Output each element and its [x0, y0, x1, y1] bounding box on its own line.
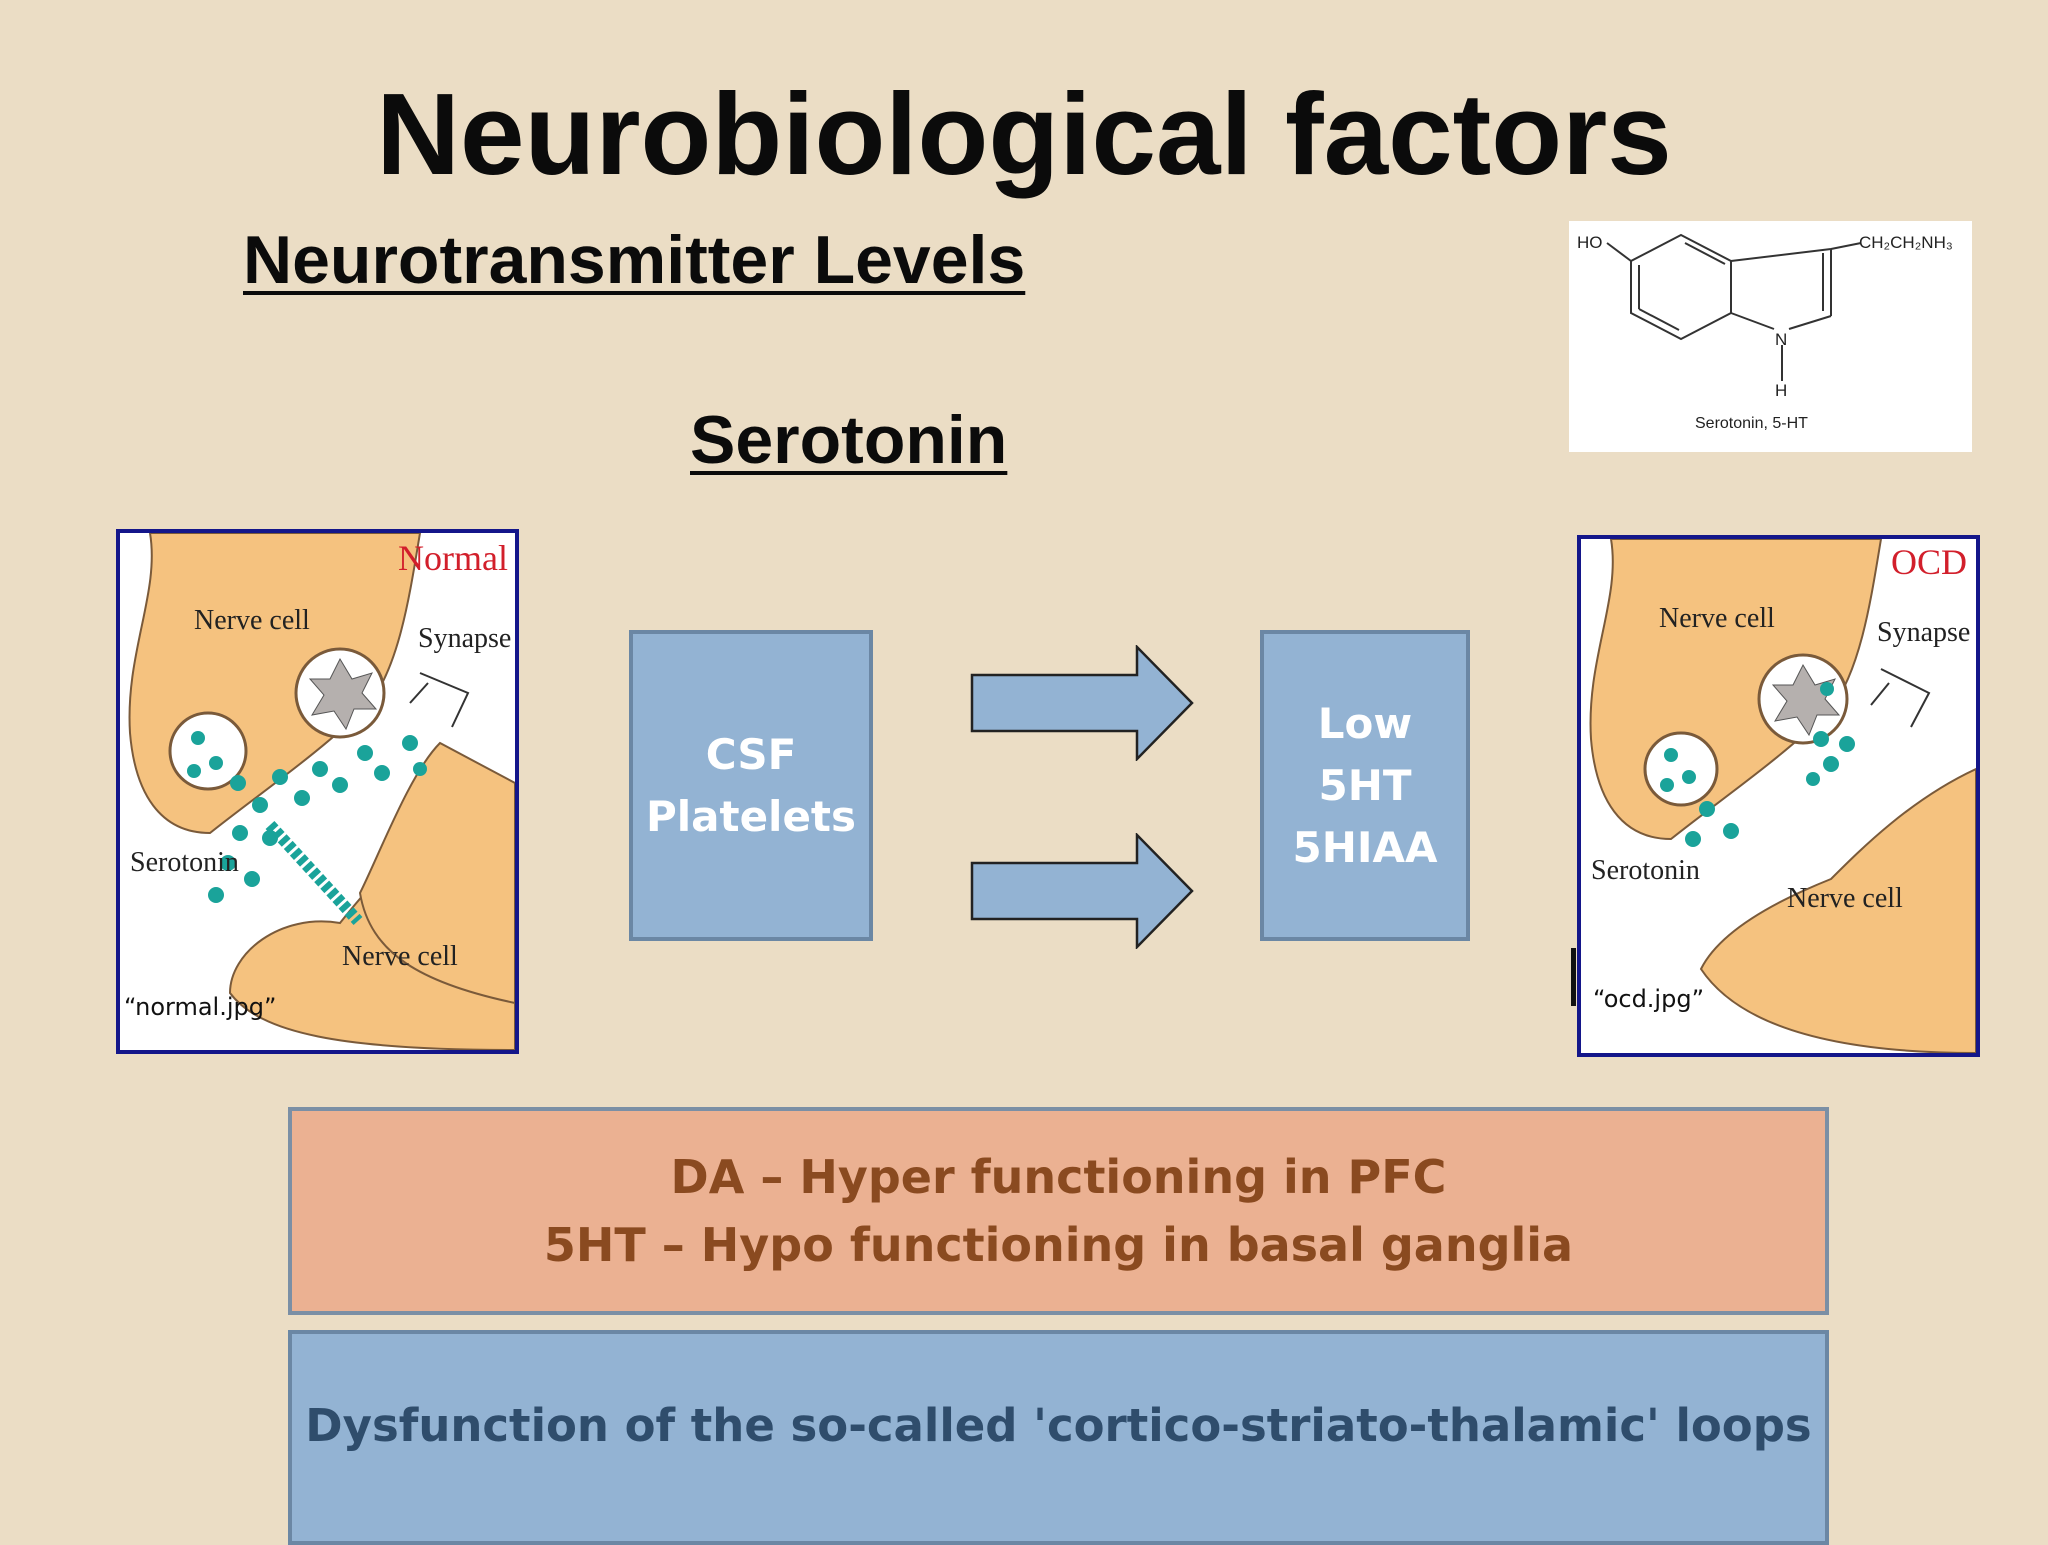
- amine-chain-label: CH₂CH₂NH₃: [1859, 233, 1953, 252]
- molecule-caption: Serotonin, 5-HT: [1695, 415, 1808, 432]
- slide-subtitle: Neurotransmitter Levels: [243, 222, 1026, 298]
- serotonin-structure-diagram: [1606, 233, 1862, 381]
- synapse-label: Synapse: [418, 623, 512, 654]
- slide-title: Neurobiological factors: [376, 69, 1672, 199]
- section-heading: Serotonin: [690, 402, 1008, 478]
- normal-filename: “normal.jpg”: [124, 993, 277, 1021]
- normal-tag: Normal: [398, 538, 508, 578]
- serotonin-label: Serotonin: [1591, 855, 1700, 886]
- findings-line-2: 5HT – Hypo functioning in basal ganglia: [543, 1218, 1574, 1272]
- ocd-synapse-image: OCD Nerve cell Synapse Serotonin Nerve c…: [1577, 535, 1980, 1057]
- result-line-2: 5HT: [1318, 760, 1412, 810]
- result-line-1: Low: [1317, 698, 1413, 748]
- cursor-mark: [1571, 948, 1576, 1006]
- synapse-label: Synapse: [1877, 617, 1971, 648]
- nerve-cell-bottom-label: Nerve cell: [1787, 883, 1903, 914]
- dysfunction-text: Dysfunction of the so-called 'cortico-st…: [305, 1398, 1812, 1452]
- nerve-cell-top-label: Nerve cell: [1659, 603, 1775, 634]
- serotonin-label: Serotonin: [130, 847, 239, 878]
- serotonin-structure-image: HO CH₂CH₂NH₃ N H Serotonin, 5-HT: [1569, 221, 1972, 452]
- hydroxyl-group-label: HO: [1577, 233, 1603, 252]
- result-line-3: 5HIAA: [1292, 822, 1438, 872]
- ocd-filename: “ocd.jpg”: [1593, 985, 1704, 1013]
- dysfunction-box: Dysfunction of the so-called 'cortico-st…: [288, 1330, 1829, 1545]
- nerve-cell-top-label: Nerve cell: [194, 605, 310, 636]
- findings-box: DA – Hyper functioning in PFC 5HT – Hypo…: [288, 1107, 1829, 1315]
- result-box: Low 5HT 5HIAA: [1260, 630, 1470, 941]
- ocd-tag: OCD: [1891, 542, 1968, 582]
- source-box: CSF Platelets: [629, 630, 873, 941]
- nitrogen-label: N: [1775, 330, 1788, 349]
- right-arrow-bottom: [970, 833, 1194, 949]
- nerve-cell-bottom-label: Nerve cell: [342, 941, 458, 972]
- hydrogen-label: H: [1775, 381, 1788, 400]
- right-arrow-top: [970, 645, 1194, 761]
- normal-synapse-illustration: [128, 533, 515, 1050]
- ocd-synapse-illustration: [1589, 539, 1976, 1053]
- findings-line-1: DA – Hyper functioning in PFC: [670, 1150, 1447, 1204]
- source-line-2: Platelets: [645, 791, 857, 841]
- normal-synapse-image: Normal Nerve cell Synapse Serotonin Nerv…: [116, 529, 519, 1054]
- source-line-1: CSF: [705, 729, 797, 779]
